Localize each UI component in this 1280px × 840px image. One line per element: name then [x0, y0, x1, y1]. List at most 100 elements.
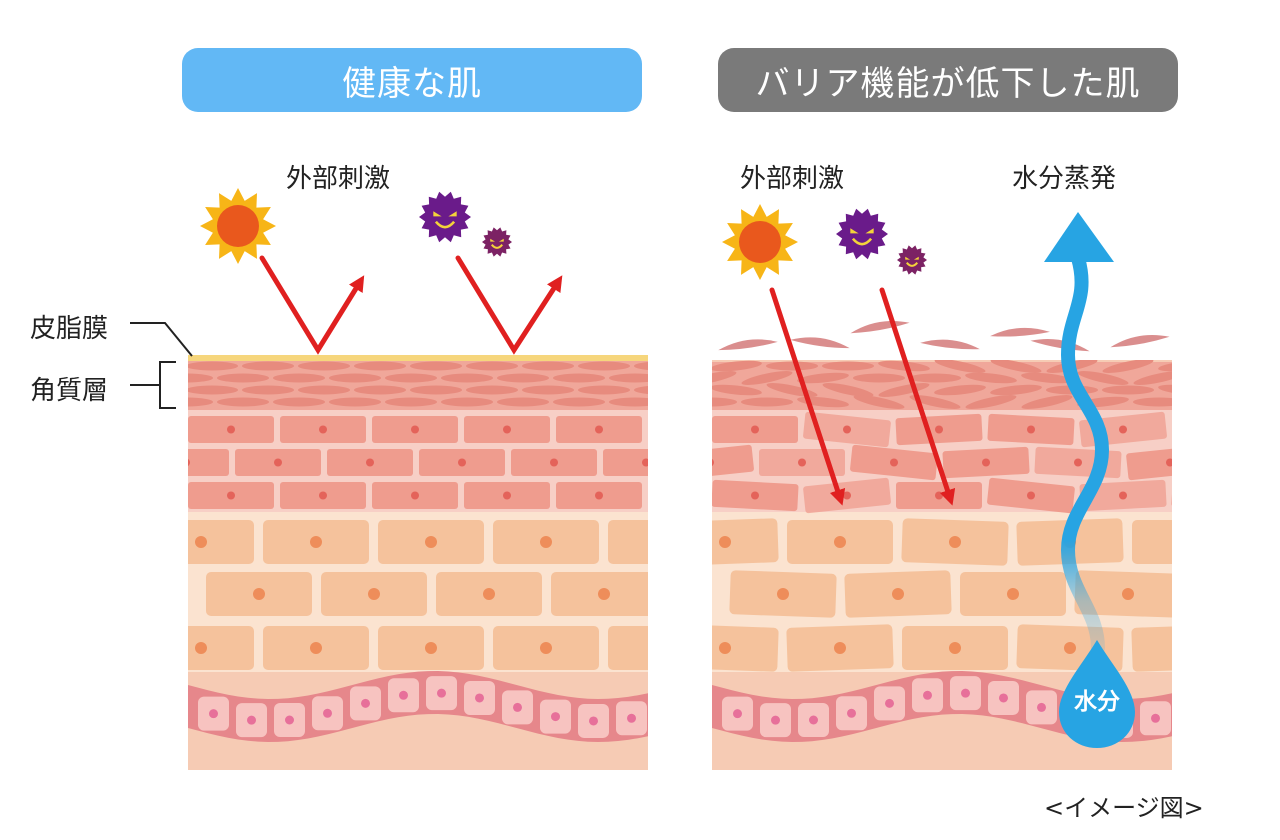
corneum-cell	[878, 383, 930, 397]
cell-nucleus	[540, 536, 552, 548]
germ-eye	[850, 228, 859, 234]
cell-nucleus	[982, 458, 990, 467]
corneum-flake	[790, 337, 850, 349]
granular-cells	[188, 416, 648, 509]
cell-nucleus	[227, 491, 235, 500]
water-evaporation-arrow	[1044, 212, 1114, 655]
cell-nucleus	[253, 588, 265, 600]
corneum-cell	[466, 385, 518, 395]
corneum-cell	[1102, 360, 1154, 373]
cell-nucleus	[1037, 702, 1046, 712]
cell-nucleus	[503, 425, 511, 434]
damaged-stimulus-label: 外部刺激	[740, 164, 845, 194]
granular-cell	[603, 449, 648, 476]
corneum-cell	[298, 385, 350, 395]
dermis-layer	[712, 714, 1172, 770]
corneum-cell	[634, 362, 648, 370]
corneum-flake	[990, 327, 1050, 337]
spinous-cell	[188, 626, 254, 670]
cell-nucleus	[411, 491, 419, 500]
corneum-cell	[1133, 371, 1172, 385]
cell-nucleus	[834, 642, 846, 654]
cell-nucleus	[1211, 492, 1219, 500]
corneum-cell	[712, 360, 762, 372]
cell-nucleus	[323, 708, 332, 718]
cell-nucleus	[771, 715, 780, 725]
cell-nucleus	[1179, 536, 1191, 548]
penetrating-stimulus-arrow	[879, 287, 956, 506]
cell-nucleus	[503, 491, 511, 500]
dermis-layer	[188, 714, 648, 770]
corneum-cell	[665, 374, 717, 383]
corneum-cell	[741, 397, 793, 407]
corneum-cell	[934, 360, 986, 373]
corneum-cell	[188, 361, 238, 371]
corneum-cell	[878, 360, 930, 372]
cell-nucleus	[1122, 588, 1134, 600]
corneum-cell	[909, 373, 961, 383]
cell-nucleus	[1074, 458, 1082, 467]
corneum-flake	[1110, 334, 1170, 348]
cell-nucleus	[361, 698, 370, 708]
corneum-cell	[441, 397, 493, 407]
corneum-cell	[990, 360, 1042, 373]
corneum-cell	[822, 383, 874, 397]
basal-cell	[1178, 693, 1209, 727]
cell-nucleus	[368, 588, 380, 600]
cell-nucleus	[1179, 642, 1191, 654]
corneum-cell	[990, 384, 1042, 396]
cell-nucleus	[195, 642, 207, 654]
corneum-cell	[909, 395, 961, 409]
corneum-flake	[850, 320, 910, 334]
cell-nucleus	[285, 715, 294, 725]
cell-nucleus	[195, 536, 207, 548]
cell-nucleus	[847, 708, 856, 718]
cell-nucleus	[458, 458, 466, 467]
cell-nucleus	[274, 458, 282, 467]
cell-nucleus	[1064, 642, 1076, 654]
cell-nucleus	[209, 709, 218, 719]
cell-nucleus	[475, 693, 484, 703]
cell-nucleus	[885, 698, 894, 708]
cell-nucleus	[1151, 713, 1160, 723]
cell-nucleus	[949, 536, 961, 548]
corneum-cell	[522, 385, 574, 395]
sun-icon	[200, 188, 276, 264]
spinous-cell	[608, 520, 648, 564]
corneum-cell	[466, 361, 518, 371]
corneum-cell	[712, 384, 762, 396]
cell-nucleus	[843, 491, 851, 500]
cell-nucleus	[1189, 705, 1198, 714]
corneum-cell	[242, 385, 294, 395]
germ-icon	[836, 208, 888, 260]
corneum-cells	[712, 360, 1172, 409]
corneum-cell	[188, 397, 213, 407]
cell-nucleus	[310, 642, 322, 654]
cell-nucleus	[411, 425, 419, 434]
cell-nucleus	[550, 458, 558, 467]
reflected-stimulus-arrow	[259, 255, 365, 355]
cell-nucleus	[319, 491, 327, 500]
germ-mouth	[434, 220, 456, 229]
cell-nucleus	[1027, 491, 1035, 500]
cell-nucleus	[540, 642, 552, 654]
cell-nucleus	[834, 536, 846, 548]
cell-nucleus	[999, 693, 1008, 703]
cell-nucleus	[589, 716, 598, 726]
sun-core	[739, 221, 781, 263]
water-label: 水分	[1074, 689, 1120, 715]
corneum-cell	[1077, 371, 1129, 385]
corneum-cell	[497, 397, 549, 407]
corneum-cell	[934, 384, 986, 396]
cell-nucleus	[310, 536, 322, 548]
granular-cell	[1172, 416, 1258, 443]
sun-icon	[722, 204, 798, 280]
corneum-cell	[217, 397, 269, 407]
image-caption: <イメージ図>	[1044, 794, 1204, 822]
basal-layer	[188, 671, 648, 770]
cell-nucleus	[1119, 425, 1127, 434]
corneum-flake	[718, 339, 778, 351]
corneum-flake	[1030, 338, 1090, 352]
germ-eye	[905, 256, 911, 260]
germ-eye	[865, 228, 874, 234]
